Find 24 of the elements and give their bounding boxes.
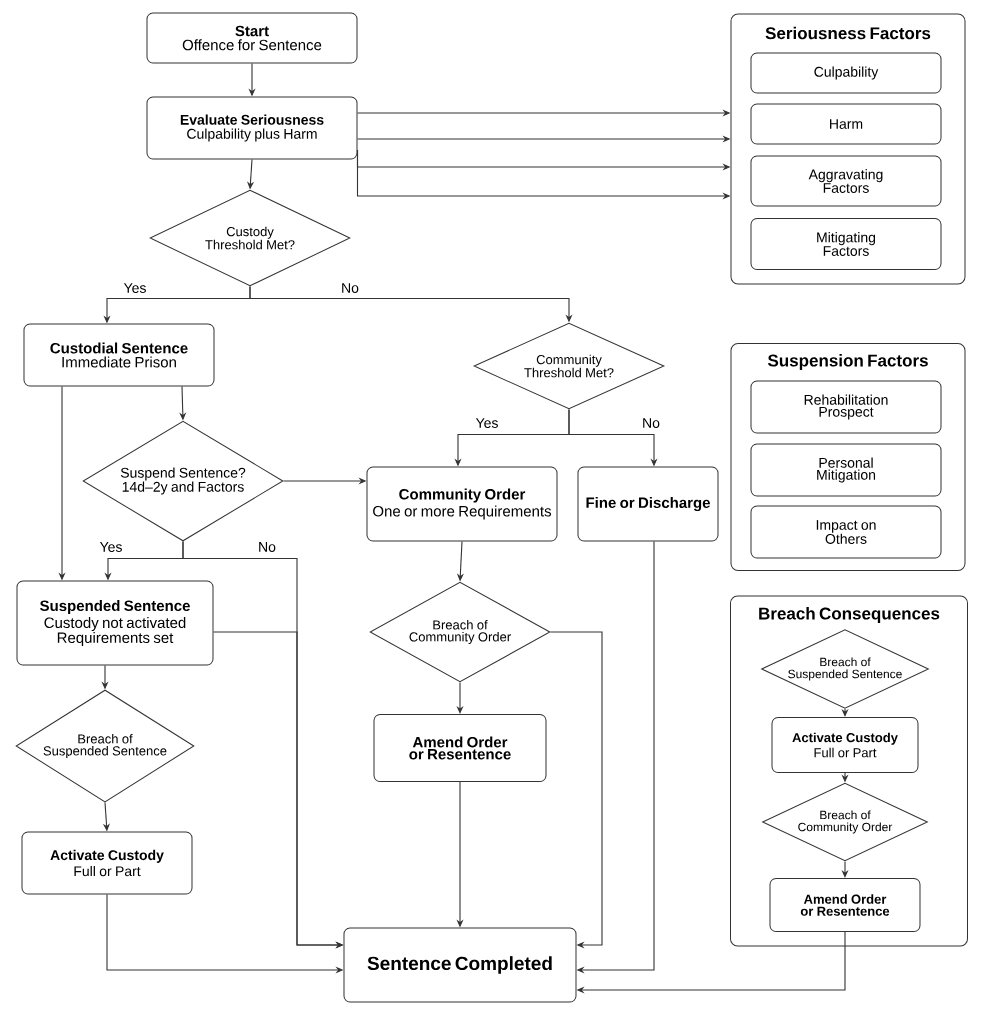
factor-box: Culpability xyxy=(750,52,942,94)
factor-box: Activate Custody Full or Part xyxy=(771,717,919,773)
edge-label: Yes xyxy=(474,417,500,429)
edge-label: No xyxy=(641,417,661,429)
process-box: Amend Order or Resentence xyxy=(373,714,547,782)
edge-label: Yes xyxy=(122,282,148,294)
factor-box: Aggravating Factors xyxy=(750,155,942,207)
factor-box: Harm xyxy=(750,103,942,145)
edge-label: Yes xyxy=(98,541,124,553)
process-box: Activate Custody Full or Part xyxy=(21,831,193,895)
process-box: Start Offence for Sentence xyxy=(146,12,358,64)
factor-box: Impact on Others xyxy=(750,505,942,559)
process-box: Community Order One or more Requirements xyxy=(366,466,558,542)
process-box: Evaluate Seriousness Culpability plus Harm xyxy=(146,96,358,160)
factor-box: Mitigating Factors xyxy=(750,218,942,270)
edge-label: No xyxy=(257,541,277,553)
process-box: Suspended Sentence Custody not activated Requirements set xyxy=(16,580,214,666)
arrow xyxy=(549,631,603,949)
process-box: Custodial Sentence Immediate Prison xyxy=(23,323,215,387)
process-box: Sentence Completed xyxy=(343,927,577,1003)
process-box: Fine or Discharge xyxy=(577,466,719,542)
factor-box: Amend Order or Resentence xyxy=(769,878,921,932)
factor-box: Personal Mitigation xyxy=(750,443,942,497)
factor-box: Rehabilitation Prospect xyxy=(750,380,942,434)
